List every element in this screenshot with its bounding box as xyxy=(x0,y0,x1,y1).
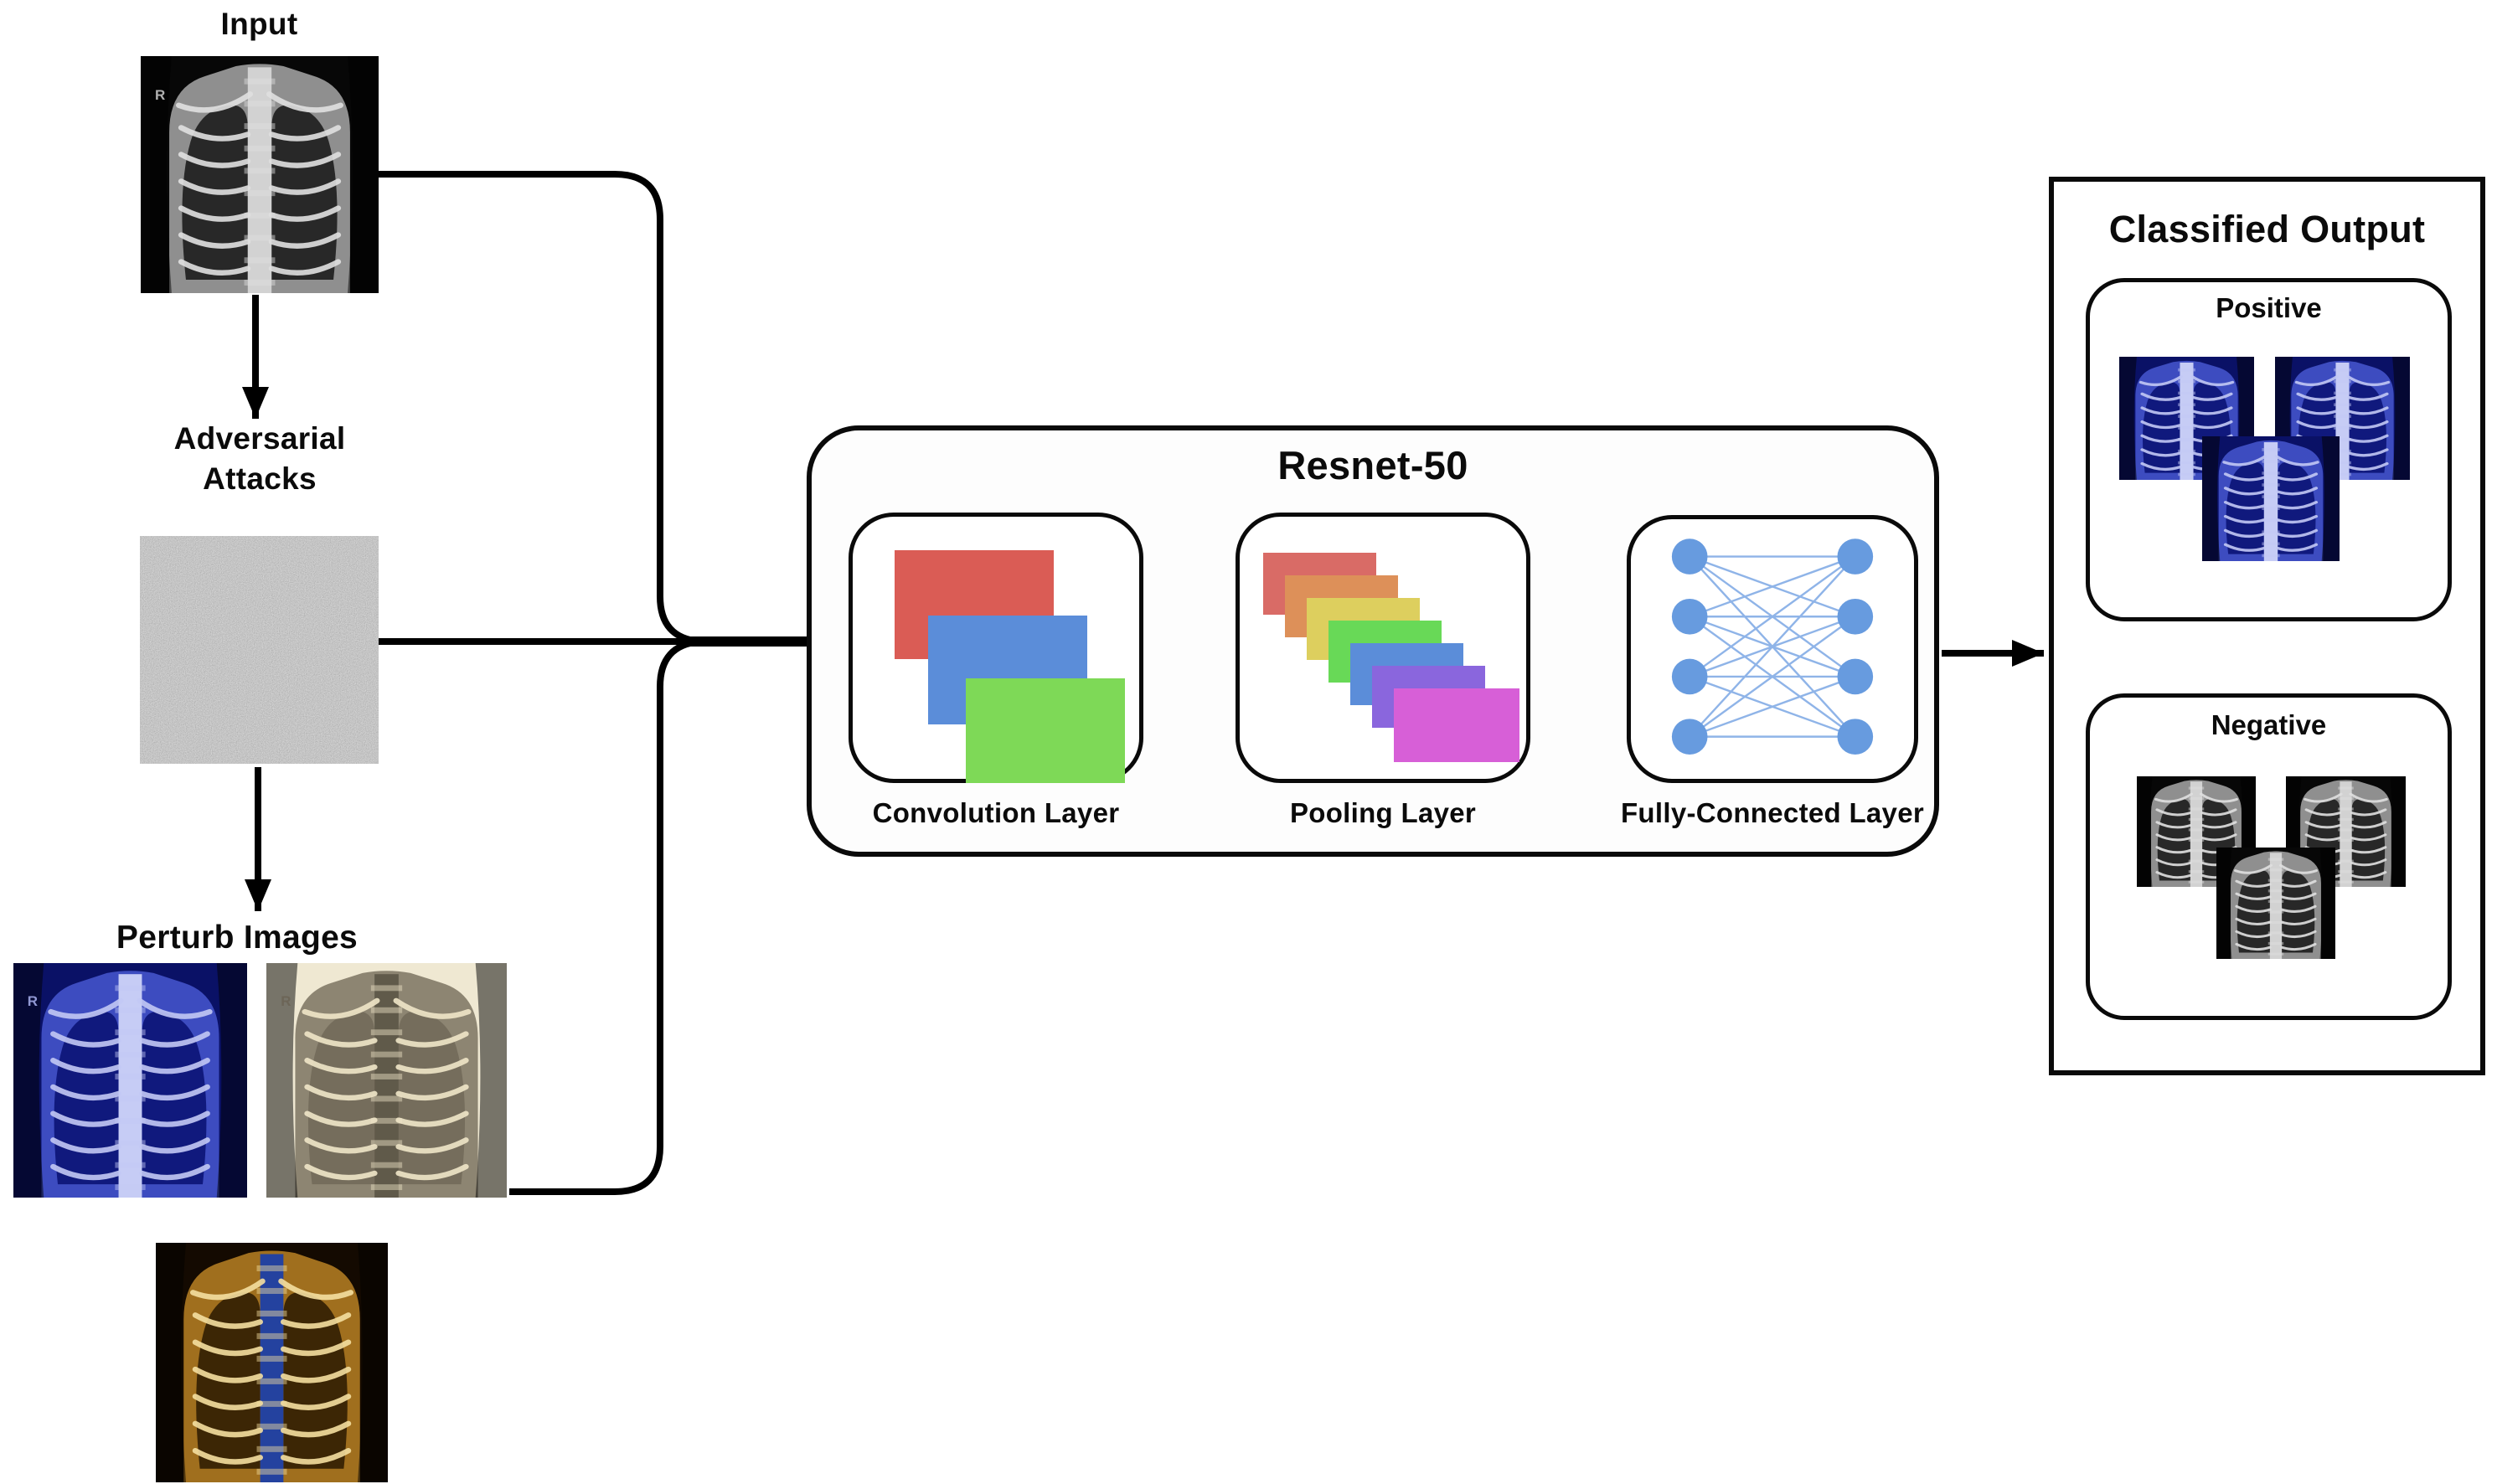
brace-top-branch xyxy=(379,171,701,645)
fully-connected-layer-label: Fully-Connected Layer xyxy=(1620,797,1925,828)
fc-network-diagram xyxy=(1671,538,1874,755)
adversarial-noise-image xyxy=(140,536,379,764)
pooled-map-magenta xyxy=(1394,688,1519,762)
xray-r-marker: R xyxy=(281,993,291,1010)
fully-connected-layer-box xyxy=(1627,515,1918,783)
negative-class-box: Negative xyxy=(2086,693,2452,1020)
positive-class-box: Positive xyxy=(2086,278,2452,621)
positive-label: Positive xyxy=(2216,292,2322,323)
adversarial-attacks-label-line1: Adversarial xyxy=(173,421,346,456)
feature-map-green xyxy=(966,678,1125,783)
input-xray-image: R xyxy=(141,56,379,293)
xray-r-marker: R xyxy=(155,86,166,103)
convolution-layer-label: Convolution Layer xyxy=(872,797,1120,828)
adversarial-attacks-label-line2: Attacks xyxy=(203,461,317,496)
perturbed-xray-blue: R xyxy=(13,963,247,1198)
pooling-layer-label: Pooling Layer xyxy=(1289,797,1477,828)
negative-label: Negative xyxy=(2211,709,2327,740)
resnet-title: Resnet-50 xyxy=(1277,443,1468,487)
negative-thumb-3 xyxy=(2216,848,2335,959)
convolution-layer-box xyxy=(849,513,1143,783)
positive-thumb-3 xyxy=(2202,436,2340,561)
brace-bottom-branch xyxy=(509,638,701,1195)
perturbed-xray-gold xyxy=(156,1243,388,1482)
xray-r-marker: R xyxy=(27,993,39,1010)
perturbed-xray-sepia: R xyxy=(266,963,507,1198)
pooling-layer-box xyxy=(1236,513,1530,783)
adversarial-attacks-label: Adversarial Attacks xyxy=(126,419,394,499)
input-label: Input xyxy=(220,7,298,41)
classified-output-title: Classified Output xyxy=(2108,208,2426,250)
perturb-images-label: Perturb Images xyxy=(116,920,359,956)
